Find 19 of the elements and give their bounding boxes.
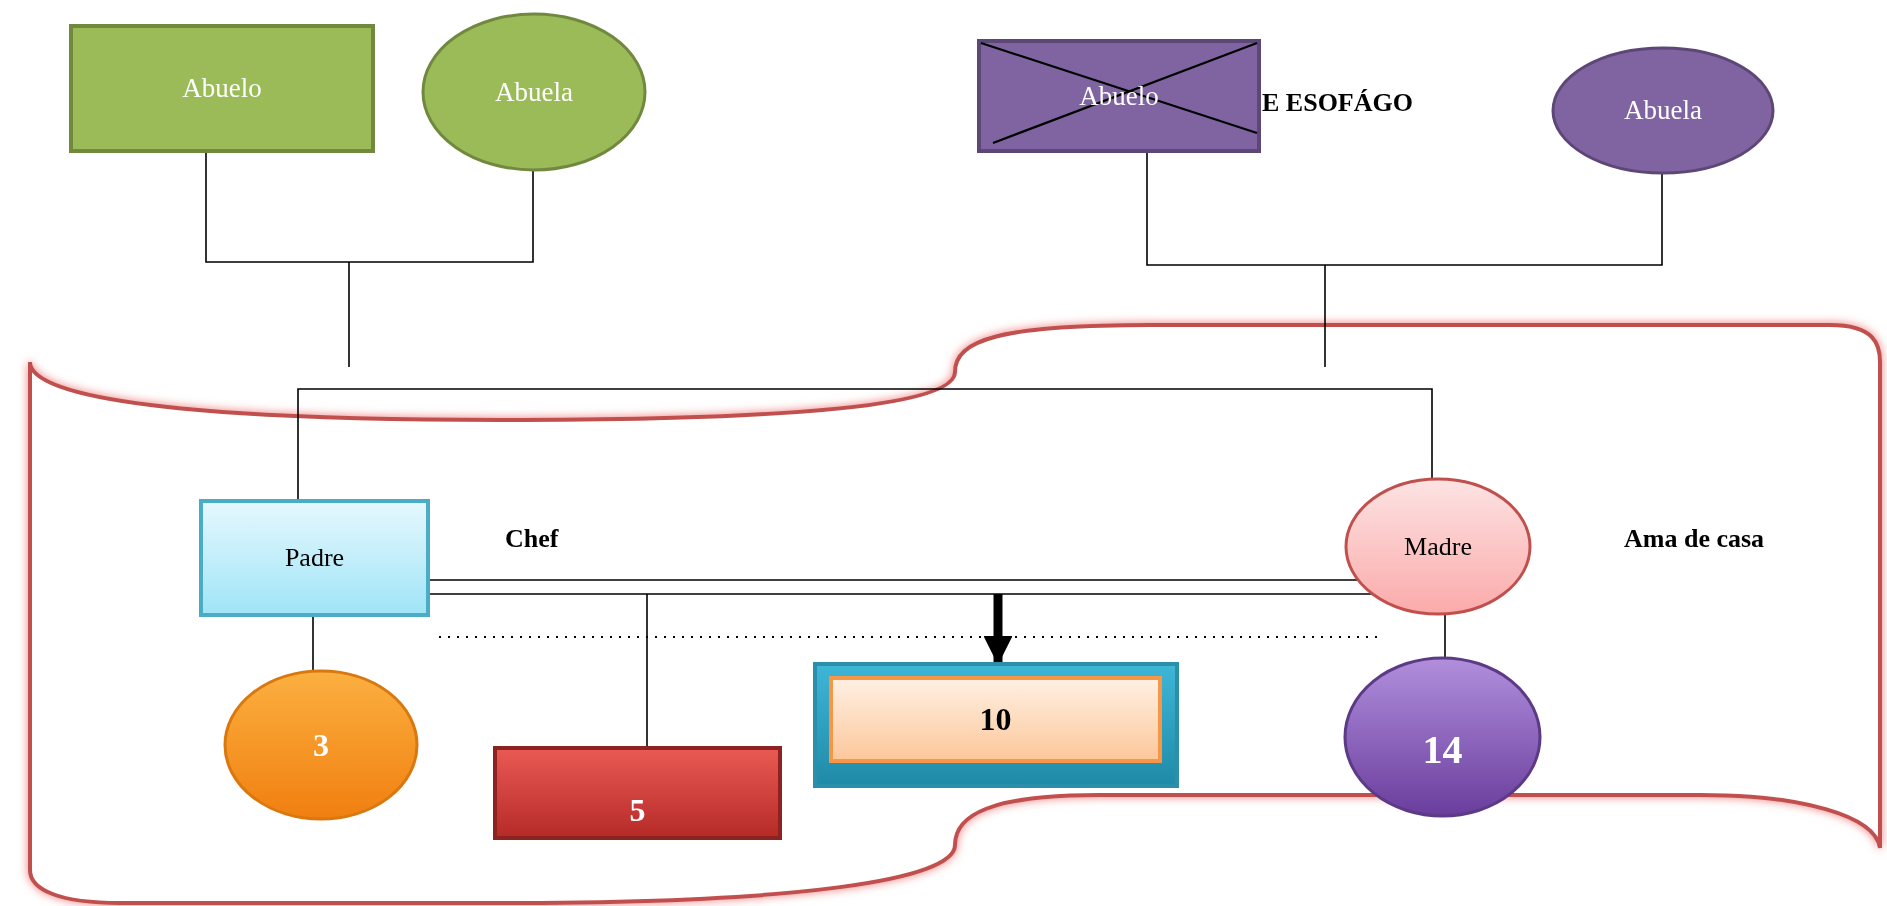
- node-label: 10: [979, 701, 1012, 738]
- connector-line: [1444, 613, 1446, 659]
- arrow: [983, 594, 1013, 665]
- connector-line: [297, 388, 1433, 500]
- connector-line: [646, 593, 648, 747]
- node-label: Padre: [284, 543, 345, 573]
- node-label: Abuela: [1624, 95, 1702, 126]
- node-label: Abuela: [495, 76, 573, 108]
- title-fragment: E ESOFÁGO: [1262, 88, 1413, 118]
- node-label: 14: [1422, 725, 1463, 773]
- node-label: 5: [629, 791, 646, 829]
- connector-line: [1146, 152, 1663, 266]
- connector-line: [429, 579, 1359, 581]
- node-label: Abuelo: [182, 73, 262, 104]
- node-label: Madre: [1404, 531, 1472, 562]
- connector-line: [205, 152, 534, 263]
- occupation-label: Ama de casa: [1624, 524, 1765, 554]
- node-label: 3: [313, 726, 329, 764]
- occupation-label: Chef: [505, 524, 559, 554]
